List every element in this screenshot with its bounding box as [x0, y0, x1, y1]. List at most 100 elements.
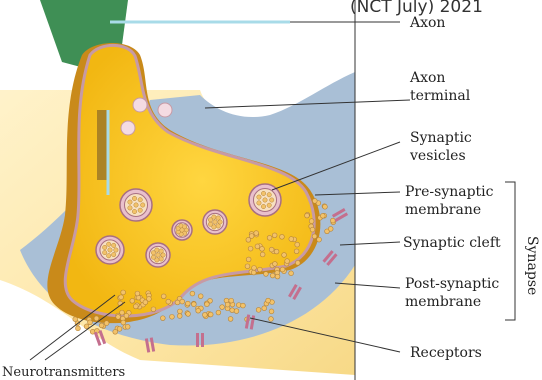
neurotransmitter — [135, 291, 140, 296]
neurotransmitter — [272, 262, 277, 267]
neurotransmitter-dot — [267, 193, 271, 197]
neurotransmitter — [185, 301, 190, 306]
neurotransmitter — [312, 198, 317, 203]
neurotransmitter — [269, 247, 274, 252]
vesicle — [203, 210, 227, 234]
neurotransmitter — [175, 300, 180, 305]
neurotransmitter — [202, 312, 207, 317]
neurotransmitter — [264, 272, 269, 277]
neurotransmitter-dot — [263, 198, 267, 202]
neurotransmitter — [251, 270, 256, 275]
neurotransmitter — [125, 324, 130, 329]
neurotransmitter — [256, 307, 261, 312]
neurotransmitter — [76, 326, 81, 331]
neurotransmitter — [270, 273, 275, 278]
neurotransmitter — [295, 242, 300, 247]
neurotransmitter — [133, 304, 138, 309]
neurotransmitter — [104, 321, 109, 326]
vesicle — [120, 189, 152, 221]
neurotransmitter-dot — [138, 198, 142, 202]
receptor-bar — [196, 333, 199, 347]
neurotransmitter — [196, 308, 201, 313]
neurotransmitter — [113, 329, 118, 334]
neurotransmitter-dot — [216, 216, 220, 220]
neurotransmitter — [198, 294, 203, 299]
neurotransmitter — [88, 320, 93, 325]
neurotransmitter-dot — [132, 196, 136, 200]
neurotransmitter-dot — [103, 245, 107, 249]
neurotransmitter — [121, 290, 126, 295]
vesicle — [96, 236, 124, 264]
neurotransmitter — [310, 227, 315, 232]
label-postsynaptic-1: Post-synaptic — [405, 276, 499, 292]
label-presynaptic-1: Pre-synaptic — [405, 184, 494, 200]
neurotransmitter — [274, 249, 279, 254]
neurotransmitter — [323, 204, 328, 209]
neurotransmitter-dot — [111, 252, 115, 256]
neurotransmitter-dot — [216, 224, 220, 228]
neurotransmitter — [285, 259, 290, 264]
neurotransmitter — [130, 298, 135, 303]
neurotransmitter — [116, 315, 121, 320]
neurotransmitter-dot — [155, 248, 159, 252]
neurotransmitter — [289, 271, 294, 276]
neurotransmitter — [121, 320, 126, 325]
vesicle — [172, 220, 192, 240]
neurotransmitter — [330, 218, 335, 223]
neurotransmitter — [191, 302, 196, 307]
neurotransmitter — [186, 312, 191, 317]
neurotransmitter — [190, 291, 195, 296]
neurotransmitter — [262, 306, 267, 311]
neurotransmitter — [269, 317, 274, 322]
neurotransmitter-dot — [106, 254, 110, 258]
neurotransmitter — [289, 237, 294, 242]
neurotransmitter — [166, 299, 171, 304]
neurotransmitter — [272, 233, 277, 238]
neurotransmitter — [320, 213, 325, 218]
label-synapse: Synapse — [524, 236, 540, 295]
neurotransmitter — [269, 309, 274, 314]
synapse-bracket — [505, 182, 515, 320]
label-synaptic-vesicles-2: vesicles — [409, 148, 466, 164]
neurotransmitter — [245, 264, 250, 269]
neurotransmitter-dot — [156, 253, 160, 257]
neurotransmitter — [204, 302, 209, 307]
label-receptors: Receptors — [410, 345, 482, 361]
neurotransmitter-dot — [114, 248, 118, 252]
small-vesicle — [158, 103, 172, 117]
neurotransmitter — [119, 295, 124, 300]
neurotransmitter-dot — [106, 242, 110, 246]
neurotransmitter — [295, 260, 300, 265]
neurotransmitter-dot — [257, 201, 261, 205]
receptor-bar — [201, 333, 204, 347]
label-axon-terminal-2: terminal — [410, 88, 471, 104]
neurotransmitter-dot — [208, 222, 212, 226]
vesicle — [146, 243, 170, 267]
neurotransmitter — [180, 299, 185, 304]
neurotransmitter — [328, 226, 333, 231]
neurotransmitter — [234, 309, 239, 314]
neurotransmitter — [117, 326, 122, 331]
label-synaptic-cleft: Synaptic cleft — [403, 235, 501, 251]
neurotransmitter — [280, 267, 285, 272]
neurotransmitter — [305, 213, 310, 218]
neurotransmitter — [257, 267, 262, 272]
neurotransmitter — [220, 305, 225, 310]
small-vesicle — [133, 98, 147, 112]
neurotransmitter — [228, 317, 233, 322]
neurotransmitter-dot — [134, 203, 138, 207]
neurotransmitter — [230, 308, 235, 313]
neurotransmitter — [248, 246, 253, 251]
neurotransmitter-dot — [151, 255, 155, 259]
label-axon: Axon — [409, 15, 445, 31]
neurotransmitter-dot — [261, 204, 265, 208]
neurotransmitter — [254, 231, 259, 236]
neurotransmitter-dot — [159, 257, 163, 261]
neurotransmitter — [225, 302, 230, 307]
neurotransmitter — [317, 237, 322, 242]
neurotransmitter — [246, 257, 251, 262]
neurotransmitter-dot — [128, 206, 132, 210]
neurotransmitter — [124, 313, 129, 318]
